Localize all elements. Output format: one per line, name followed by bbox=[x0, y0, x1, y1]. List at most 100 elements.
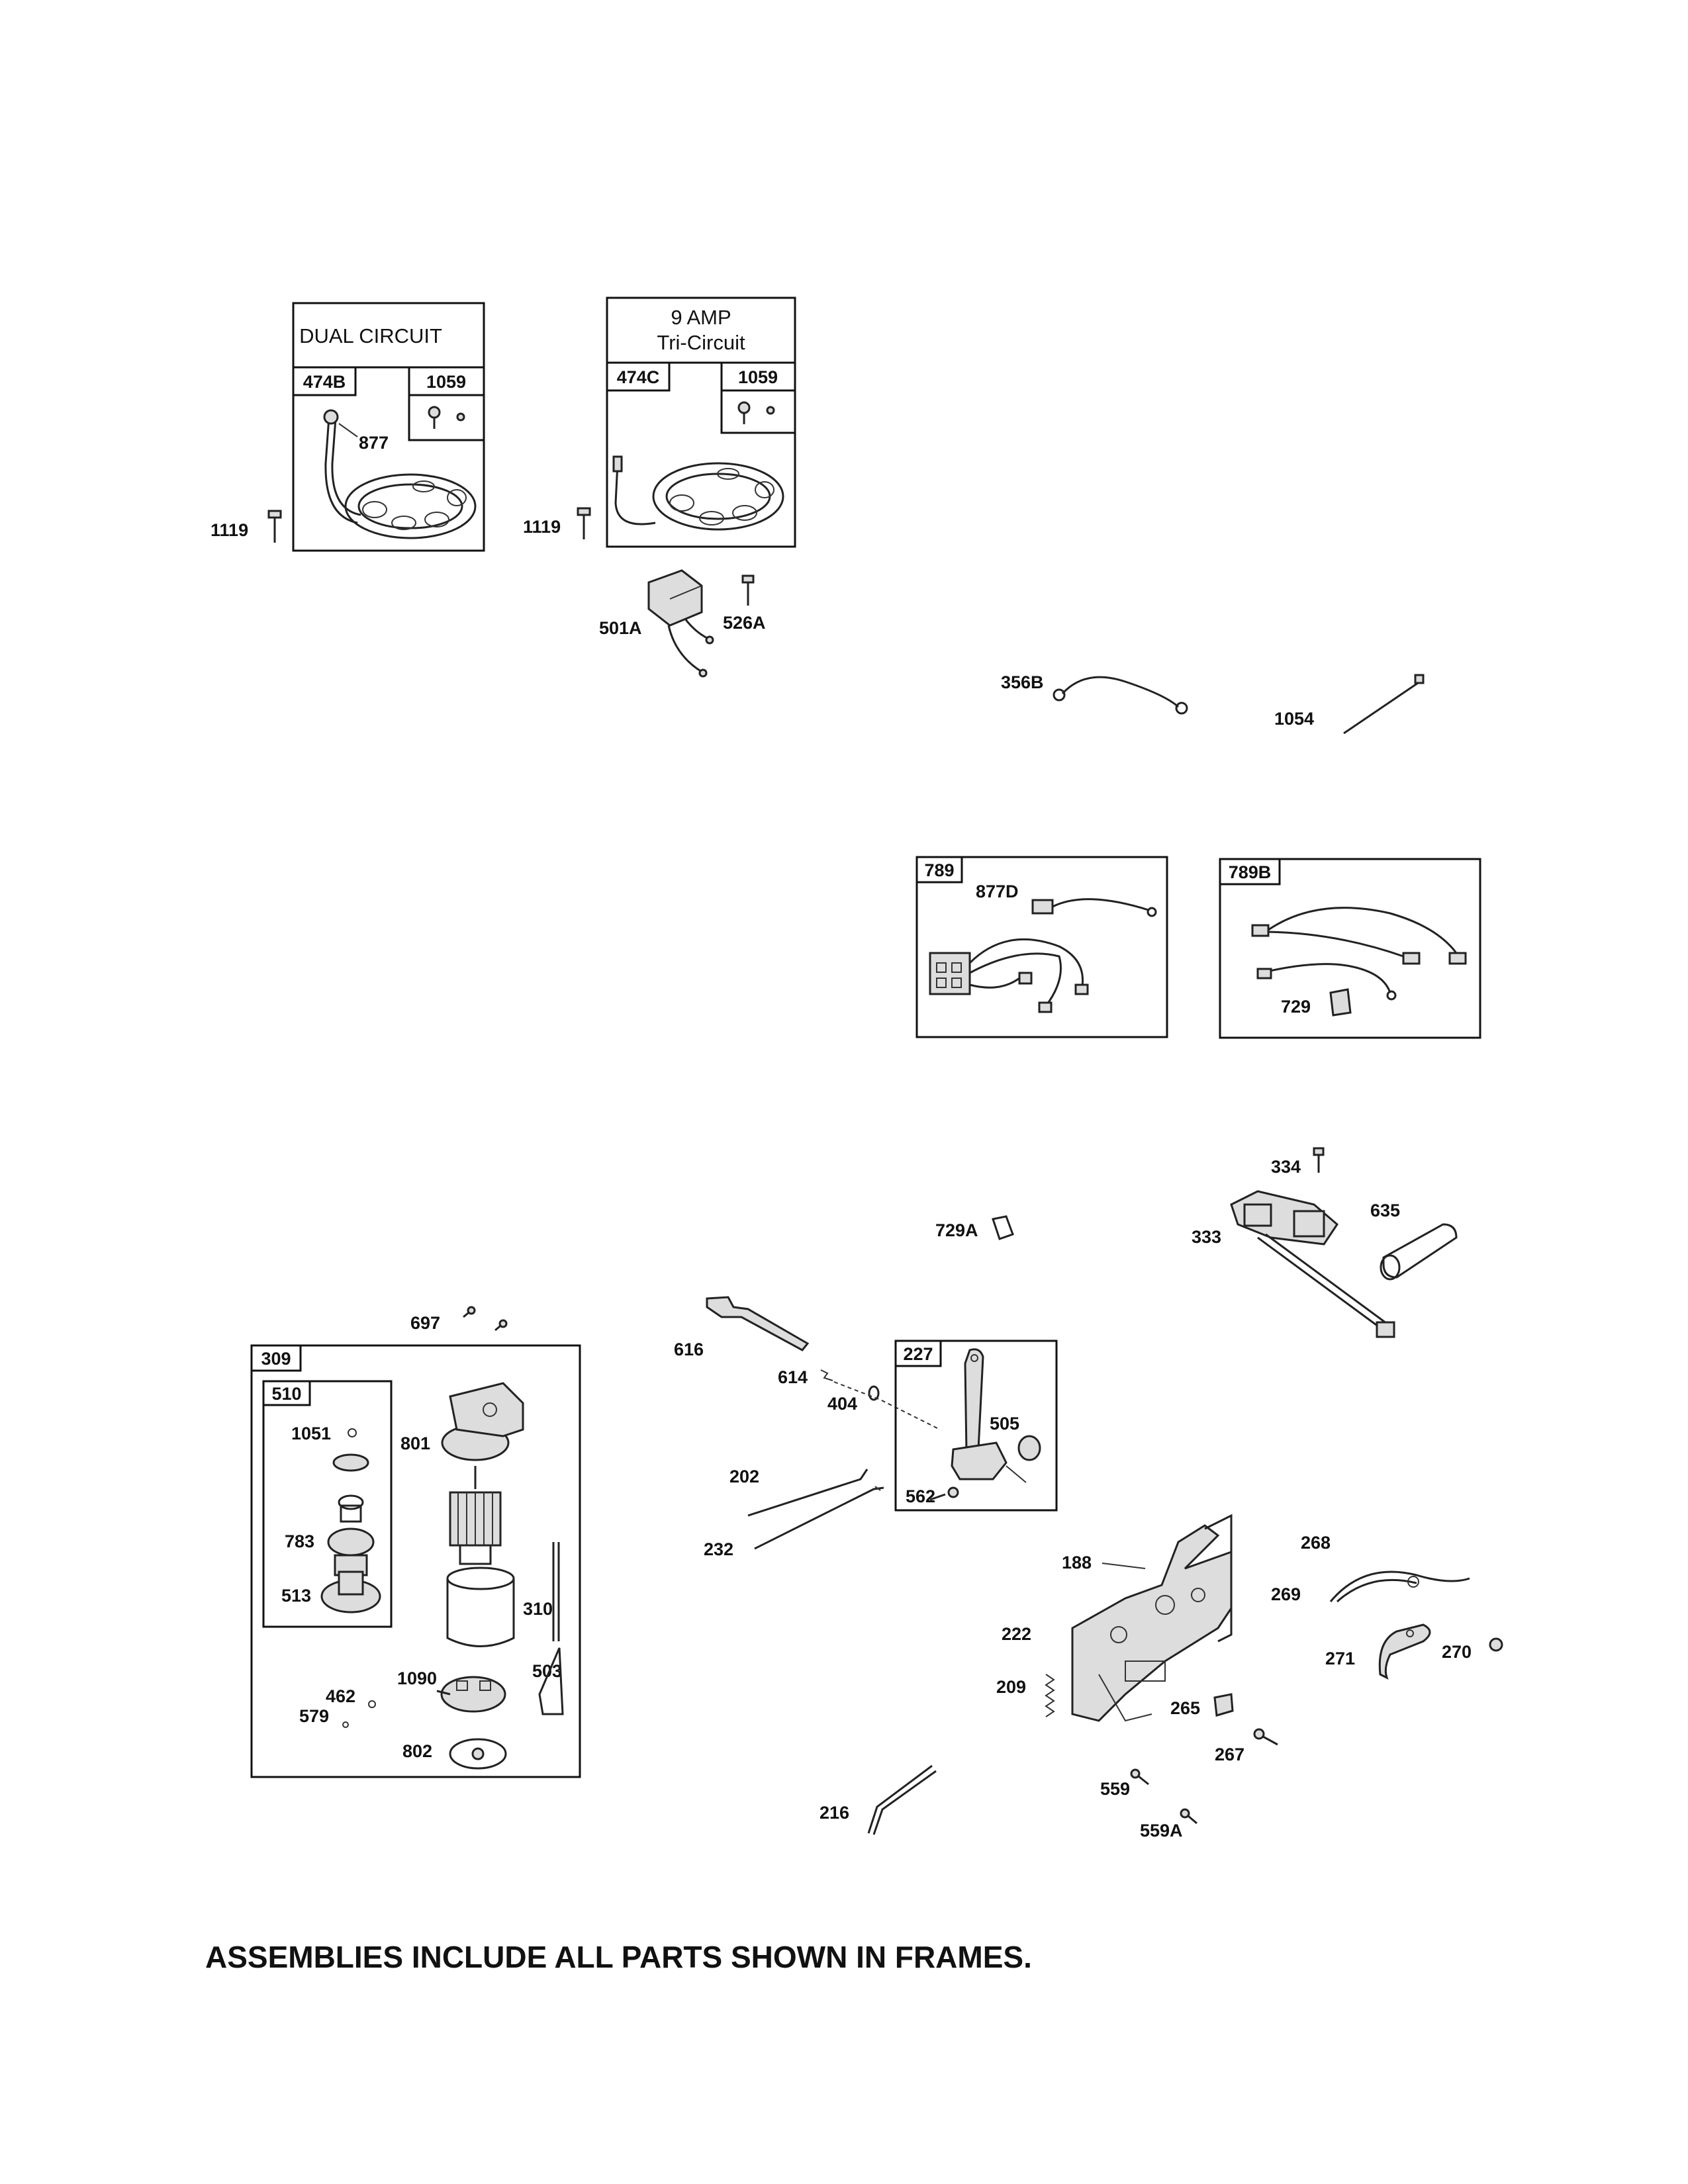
nut-icon bbox=[1489, 1637, 1503, 1652]
tag-510: 510 bbox=[271, 1384, 301, 1404]
frame-title-line1: 9 AMP bbox=[671, 306, 731, 329]
stator-coil-icon bbox=[323, 409, 477, 539]
label-271: 271 bbox=[1325, 1649, 1355, 1668]
label-270: 270 bbox=[1442, 1642, 1472, 1662]
nut-icon bbox=[1017, 1435, 1041, 1461]
label-216: 216 bbox=[820, 1803, 849, 1823]
label-877d: 877D bbox=[976, 882, 1019, 901]
tag-1059-tri: 1059 bbox=[738, 367, 778, 387]
clip-icon bbox=[992, 1215, 1014, 1240]
screw-icon bbox=[1130, 1768, 1149, 1786]
tag-1059: 1059 bbox=[426, 372, 466, 392]
label-209: 209 bbox=[996, 1677, 1026, 1697]
label-267: 267 bbox=[1215, 1745, 1244, 1764]
label-559a: 559A bbox=[1140, 1821, 1183, 1841]
control-lever-icon bbox=[951, 1348, 1027, 1483]
spring-icon bbox=[1045, 1674, 1055, 1717]
leader-line bbox=[833, 1381, 941, 1430]
screw-icon bbox=[929, 1486, 959, 1501]
label-269: 269 bbox=[1271, 1584, 1301, 1604]
bracket-icon bbox=[538, 1647, 564, 1715]
label-802: 802 bbox=[402, 1741, 432, 1761]
link-rod-icon bbox=[747, 1469, 868, 1517]
housing-icon bbox=[446, 1567, 515, 1647]
tag-474b: 474B bbox=[303, 372, 346, 392]
label-562: 562 bbox=[906, 1486, 935, 1506]
washer-icon bbox=[342, 1721, 349, 1728]
lever-arm-icon bbox=[706, 1296, 810, 1351]
screw-icon bbox=[1253, 1728, 1278, 1746]
stator-coil-icon bbox=[612, 455, 784, 531]
label-526a: 526A bbox=[723, 613, 766, 633]
label-1054: 1054 bbox=[1274, 709, 1314, 729]
drive-parts-icon bbox=[320, 1453, 381, 1614]
screw-icon bbox=[1180, 1808, 1197, 1825]
frame-title-dual-circuit: DUAL CIRCUIT bbox=[299, 324, 442, 347]
label-232: 232 bbox=[704, 1539, 733, 1559]
frame-title-line2: Tri-Circuit bbox=[657, 331, 745, 354]
leader-line bbox=[1102, 1563, 1146, 1569]
washer-icon bbox=[368, 1700, 376, 1708]
label-616: 616 bbox=[674, 1340, 704, 1359]
label-559: 559 bbox=[1100, 1779, 1130, 1799]
label-404: 404 bbox=[827, 1394, 857, 1414]
through-bolt-icon bbox=[552, 1542, 560, 1641]
frame-dual-circuit: DUAL CIRCUIT 474B 1059 877 bbox=[292, 302, 485, 552]
bolt-icon bbox=[577, 507, 591, 539]
tag-789b: 789B bbox=[1229, 862, 1272, 882]
wire-harness-icon bbox=[1251, 907, 1467, 1017]
label-877: 877 bbox=[359, 433, 389, 453]
ignition-coil-icon bbox=[1230, 1190, 1395, 1338]
label-265: 265 bbox=[1170, 1698, 1200, 1718]
frame-harness-789: 789 877D bbox=[915, 856, 1168, 1038]
end-cap-icon bbox=[441, 1382, 524, 1461]
frame-tri-circuit: 9 AMP Tri-Circuit 474C 1059 bbox=[606, 296, 796, 548]
screw-icon bbox=[428, 406, 465, 429]
bolt-icon bbox=[267, 510, 282, 543]
label-1119-right: 1119 bbox=[523, 517, 561, 537]
label-188: 188 bbox=[1062, 1553, 1092, 1572]
clip-icon bbox=[348, 1428, 357, 1437]
ground-wire-icon bbox=[1053, 676, 1188, 715]
label-356b: 356B bbox=[1001, 672, 1044, 692]
footer-note: ASSEMBLIES INCLUDE ALL PARTS SHOWN IN FR… bbox=[205, 1940, 1032, 1974]
label-222: 222 bbox=[1002, 1624, 1031, 1644]
wire-harness-icon bbox=[929, 898, 1157, 1013]
screw-icon bbox=[737, 401, 775, 424]
tag-474c: 474C bbox=[617, 367, 660, 387]
label-333: 333 bbox=[1192, 1227, 1221, 1247]
brush-plate-icon bbox=[436, 1676, 506, 1713]
cable-tie-icon bbox=[1343, 674, 1425, 735]
armature-icon bbox=[449, 1466, 502, 1565]
label-501a: 501A bbox=[599, 618, 642, 638]
label-202: 202 bbox=[729, 1467, 759, 1486]
frame-harness-789b: 789B 729 bbox=[1219, 858, 1481, 1039]
label-783: 783 bbox=[285, 1531, 314, 1551]
label-513: 513 bbox=[281, 1586, 311, 1606]
end-plate-icon bbox=[449, 1738, 507, 1770]
label-801: 801 bbox=[400, 1433, 430, 1453]
cam-lever-icon bbox=[1378, 1623, 1431, 1680]
label-268: 268 bbox=[1301, 1533, 1331, 1553]
label-1051: 1051 bbox=[291, 1424, 331, 1443]
tag-789: 789 bbox=[924, 860, 954, 880]
label-1119-left: 1119 bbox=[211, 520, 248, 540]
label-635: 635 bbox=[1370, 1201, 1400, 1220]
spring-icon bbox=[820, 1369, 880, 1401]
label-697: 697 bbox=[410, 1313, 440, 1333]
voltage-regulator-icon bbox=[647, 569, 714, 678]
label-310: 310 bbox=[523, 1599, 553, 1619]
spark-plug-boot-icon bbox=[1380, 1223, 1458, 1281]
label-729: 729 bbox=[1281, 997, 1311, 1017]
label-462: 462 bbox=[326, 1686, 355, 1706]
label-614: 614 bbox=[778, 1367, 808, 1387]
frame-control: 227 505 562 bbox=[894, 1340, 1058, 1512]
frame-starter: 309 510 801 310 1051 bbox=[250, 1344, 581, 1778]
clip-icon bbox=[1213, 1693, 1234, 1717]
link-rod-icon bbox=[867, 1764, 937, 1835]
label-334: 334 bbox=[1271, 1157, 1301, 1177]
bolt-icon bbox=[1313, 1147, 1325, 1173]
bolt-icon bbox=[741, 574, 755, 606]
label-505: 505 bbox=[990, 1414, 1019, 1433]
